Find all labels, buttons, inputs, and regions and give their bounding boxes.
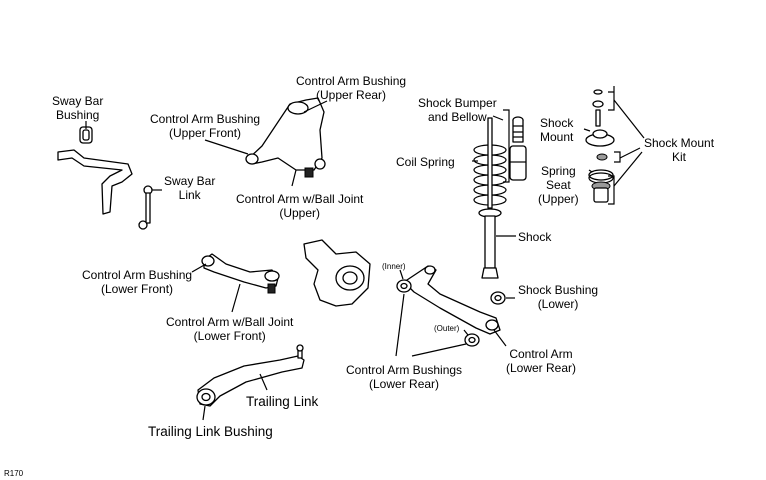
shock-bushing-lower [490, 291, 506, 305]
label-trailing-link: Trailing Link [246, 394, 319, 409]
shock-absorber [478, 117, 502, 279]
leader-lines [85, 86, 645, 421]
label-control-arm-bushing-upper-rear: Control Arm Bushing (Upper Rear) [296, 74, 407, 102]
label-shock: Shock [518, 230, 552, 244]
label-sway-bar-link: Sway Bar Link [164, 174, 216, 202]
sway-bar [57, 149, 133, 215]
label-control-arm-lower-rear: Control Arm (Lower Rear) [506, 347, 577, 375]
figure-code: R170 [4, 469, 24, 478]
label-shock-bumper-and-bellow: Shock Bumper and Bellow [418, 96, 497, 124]
sway-bar-bushing [79, 126, 93, 144]
label-control-arm-bushing-upper-front: Control Arm Bushing (Upper Front) [150, 112, 261, 140]
lower-rear-control-arm-bushings [396, 279, 480, 347]
label-shock-bushing-lower: Shock Bushing (Lower) [518, 283, 599, 311]
trailing-link [196, 344, 305, 407]
label-outer: (Outer) [434, 324, 460, 333]
upper-control-arm [245, 97, 326, 178]
label-control-arm-bushing-lower-front: Control Arm Bushing (Lower Front) [82, 268, 193, 296]
steering-knuckle [303, 239, 371, 307]
shock-mount-kit [585, 89, 615, 203]
label-sway-bar-bushing: Sway Bar Bushing [52, 94, 104, 122]
label-shock-mount: Shock Mount [540, 116, 574, 144]
label-spring-seat-upper: Spring Seat (Upper) [538, 164, 579, 206]
label-control-arm-bushings-lower-rear: Control Arm Bushings (Lower Rear) [346, 363, 463, 391]
label-trailing-link-bushing: Trailing Link Bushing [148, 424, 273, 439]
label-inner: (Inner) [382, 262, 406, 271]
label-control-arm-ball-joint-lower-front: Control Arm w/Ball Joint (Lower Front) [166, 315, 294, 343]
label-shock-mount-kit: Shock Mount Kit [644, 136, 715, 164]
label-control-arm-ball-joint-upper: Control Arm w/Ball Joint (Upper) [236, 192, 364, 220]
sway-bar-link [138, 185, 153, 230]
label-coil-spring: Coil Spring [396, 155, 455, 169]
shock-bumper-and-bellow [509, 116, 527, 181]
lower-front-control-arm [201, 253, 280, 294]
lower-rear-control-arm [403, 265, 501, 335]
